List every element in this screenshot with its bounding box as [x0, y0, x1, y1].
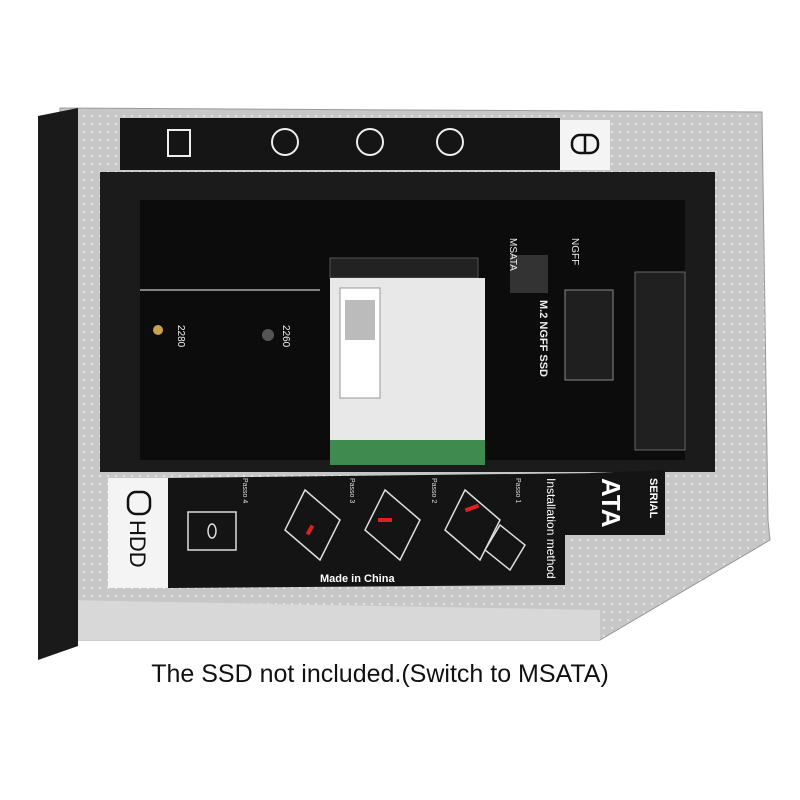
step-3: Passo 3	[348, 478, 355, 503]
standoff	[153, 325, 163, 335]
step-1: Passo 1	[514, 478, 521, 503]
caption: The SSD not included.(Switch to MSATA)	[151, 660, 609, 688]
label-msata: MSATA	[507, 238, 518, 271]
installation-diagrams	[187, 488, 526, 572]
switch	[510, 255, 548, 293]
label-2260: 2260	[280, 325, 291, 348]
hdd-label	[108, 478, 168, 588]
hdd-drive-icon	[570, 133, 600, 155]
hdd-text: HDD	[125, 520, 150, 568]
mount-hole	[262, 329, 274, 341]
step-2: Passo 2	[430, 478, 437, 503]
made-in-china: Made in China	[320, 573, 395, 585]
label-ngff: NGFF	[569, 238, 580, 265]
serial-ata-label	[590, 470, 665, 535]
installation-method-text: Installation method	[544, 478, 558, 579]
arrow-icons	[305, 503, 480, 536]
serial-text: SERIAL	[647, 478, 659, 519]
top-warning-label	[120, 118, 560, 170]
installation-label	[168, 473, 600, 588]
warning-icons	[167, 128, 464, 157]
m2-slot	[564, 289, 614, 381]
msata-connector	[329, 257, 479, 279]
label-2280: 2280	[175, 325, 186, 348]
hdd-icon	[126, 490, 152, 516]
front-bezel	[38, 108, 78, 660]
caddy-edge	[60, 600, 600, 640]
label-m2-slot: M.2 NGFF SSD	[537, 300, 549, 377]
ata-logo: ATA	[596, 478, 626, 528]
step-4: Passo 4	[241, 478, 248, 503]
sata-connector	[634, 271, 686, 451]
